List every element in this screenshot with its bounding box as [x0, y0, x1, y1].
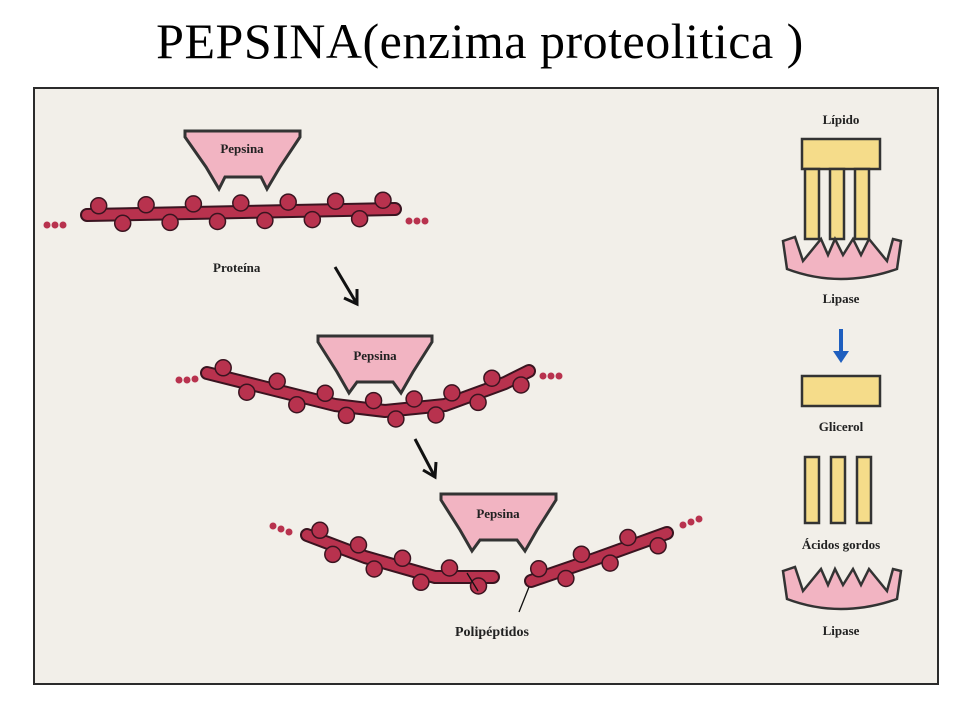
amino-acid-residue	[303, 210, 322, 229]
glycerol-label: Glicerol	[819, 419, 864, 434]
stage-1-left-ellipsis	[43, 221, 67, 229]
stage-3-left-ellipsis	[269, 522, 293, 536]
stage-3-protein-chain	[300, 521, 674, 595]
stage-3: Pepsina Polipéptidos	[269, 492, 703, 640]
amino-acid-residue	[279, 193, 297, 211]
lipid-panel: Lípido Lipase Glicerol Ácidos gordos Lip…	[781, 112, 903, 638]
amino-acid-residue	[364, 391, 383, 410]
protein-label: Proteína	[213, 260, 261, 275]
fatty-acids-molecules	[803, 455, 873, 525]
amino-acid-residue	[311, 521, 329, 540]
amino-acid-residue	[324, 545, 342, 564]
digestion-diagram: Pepsina Proteína Pepsina	[43, 112, 903, 640]
stage-2-right-ellipsis	[539, 372, 563, 380]
amino-acid-residue	[350, 209, 369, 228]
amino-acid-residue	[469, 577, 488, 595]
stage-3-right-ellipsis	[679, 515, 703, 529]
amino-acid-residue	[557, 569, 575, 588]
amino-acid-residue	[137, 196, 155, 214]
lipid-label: Lípido	[823, 112, 860, 127]
amino-acid-residue	[89, 197, 108, 215]
stage-1-pepsin-enzyme: Pepsina	[183, 129, 302, 193]
amino-acid-residue	[387, 410, 405, 428]
amino-acid-residue	[405, 390, 423, 408]
stage-2-pepsin-enzyme: Pepsina	[316, 334, 434, 396]
digestion-figure: Pepsina Proteína Pepsina	[33, 87, 939, 685]
lipase-label-bottom: Lipase	[823, 623, 860, 638]
amino-acid-residue	[365, 560, 383, 578]
amino-acid-residue	[268, 372, 286, 391]
amino-acid-residue	[529, 560, 548, 578]
lipase-enzyme-bottom	[781, 565, 903, 611]
amino-acid-residue	[619, 528, 637, 547]
amino-acid-residue	[232, 194, 250, 212]
amino-acid-residue	[184, 195, 203, 213]
stage-3-pepsin-enzyme: Pepsina	[439, 492, 558, 554]
amino-acid-residue	[256, 211, 274, 230]
down-right-arrow-icon	[333, 266, 359, 307]
amino-acid-residue	[427, 406, 445, 424]
stage-2-left-ellipsis	[175, 375, 199, 384]
down-right-arrow-icon	[413, 438, 438, 480]
stage-1-protein-chain	[80, 191, 402, 233]
lipase-enzyme-top	[781, 235, 903, 281]
amino-acid-residue	[161, 213, 179, 232]
lipase-label-top: Lipase	[823, 291, 860, 306]
amino-acid-residue	[483, 369, 501, 387]
amino-acid-residue	[238, 383, 256, 401]
amino-acid-residue	[337, 406, 356, 425]
amino-acid-residue	[214, 359, 232, 377]
stage-1-right-ellipsis	[405, 217, 429, 225]
stage-1: Pepsina Proteína	[43, 129, 429, 275]
amino-acid-residue	[349, 536, 368, 554]
amino-acid-residue	[649, 537, 667, 555]
amino-acid-residue	[469, 393, 487, 412]
stage-2-protein-chain	[200, 359, 536, 428]
polypeptide-pointer-lines	[466, 572, 530, 613]
amino-acid-residue	[113, 214, 132, 233]
amino-acid-residue	[512, 376, 530, 394]
amino-acid-residue	[440, 559, 459, 577]
stage-2-pepsin-label: Pepsina	[353, 348, 397, 363]
glycerol-molecule	[800, 374, 882, 408]
down-arrow-icon	[833, 329, 849, 363]
stage-2: Pepsina	[175, 334, 563, 428]
slide-title: PEPSINA(enzima proteolitica )	[156, 13, 804, 69]
amino-acid-residue	[572, 545, 591, 563]
amino-acid-residue	[601, 554, 619, 572]
lipid-molecule	[800, 137, 882, 241]
polypeptides-label: Polipéptidos	[455, 625, 529, 640]
amino-acid-residue	[393, 549, 412, 568]
amino-acid-residue	[412, 573, 430, 592]
amino-acid-residue	[316, 384, 334, 403]
amino-acid-residue	[443, 384, 461, 402]
amino-acid-residue	[208, 212, 227, 231]
stage-1-pepsin-label: Pepsina	[220, 141, 264, 156]
amino-acid-residue	[374, 191, 392, 209]
fatty-acids-label: Ácidos gordos	[802, 537, 880, 552]
amino-acid-residue	[326, 192, 345, 210]
amino-acid-residue	[288, 395, 306, 414]
stage-3-pepsin-label: Pepsina	[476, 506, 520, 521]
